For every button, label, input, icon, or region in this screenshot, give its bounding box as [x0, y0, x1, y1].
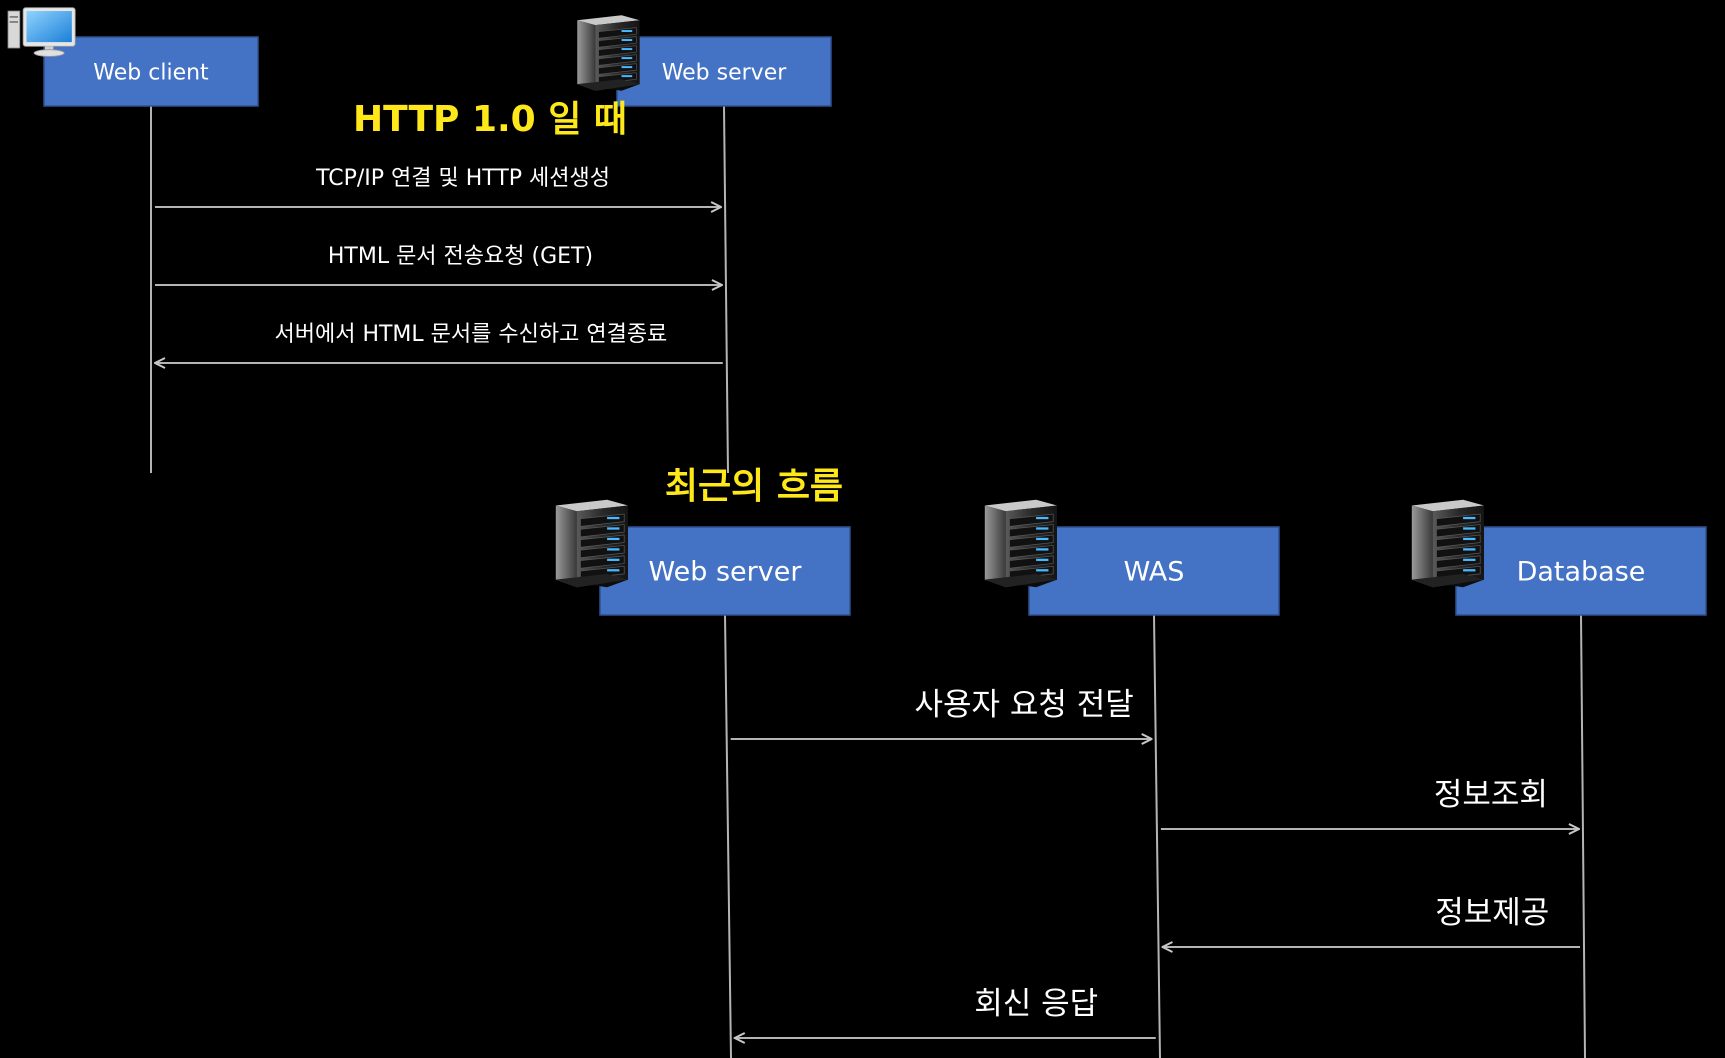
- participant-label: Web server: [662, 60, 788, 85]
- participant-label: Database: [1517, 557, 1646, 588]
- recent-lifelines: [724, 614, 1586, 1058]
- participant-database: Database: [1411, 499, 1707, 616]
- message-4: 회신 응답: [735, 986, 1156, 1038]
- http10-participants: Web client Web server: [7, 7, 832, 107]
- message-label: 정보조회: [1434, 777, 1548, 813]
- message-3: 정보제공: [1162, 895, 1580, 947]
- message-1: 사용자 요청 전달: [730, 687, 1152, 739]
- recent-participants: Web server WAS Database: [555, 499, 1707, 616]
- message-2: HTML 문서 전송요청 (GET): [155, 244, 722, 285]
- message-label: HTML 문서 전송요청 (GET): [328, 244, 593, 269]
- message-label: TCP/IP 연결 및 HTTP 세션생성: [315, 166, 610, 191]
- lifeline-web-server: [724, 614, 732, 1058]
- message-label: 사용자 요청 전달: [914, 687, 1133, 723]
- http10-section: TCP/IP 연결 및 HTTP 세션생성 HTML 문서 전송요청 (GET) 서…: [7, 7, 832, 474]
- message-3: 서버에서 HTML 문서를 수신하고 연결종료: [155, 322, 723, 363]
- http10-messages: TCP/IP 연결 및 HTTP 세션생성 HTML 문서 전송요청 (GET) 서…: [155, 166, 723, 363]
- message-label: 회신 응답: [974, 986, 1098, 1022]
- message-1: TCP/IP 연결 및 HTTP 세션생성: [155, 166, 721, 207]
- http10-lifelines: [150, 105, 729, 474]
- participant-box: [43, 36, 259, 107]
- participant-web-client: Web client: [7, 7, 259, 107]
- http10-title: HTTP 1.0 일 때: [353, 99, 627, 140]
- message-label: 서버에서 HTML 문서를 수신하고 연결종료: [275, 322, 668, 347]
- server-icon: [555, 499, 628, 588]
- lifeline-database: [1580, 614, 1586, 1058]
- computer-icon: [7, 7, 76, 57]
- recent-title: 최근의 흐름: [665, 466, 843, 507]
- participant-box: [1028, 526, 1280, 616]
- server-icon: [984, 499, 1057, 588]
- participant-label: Web client: [93, 60, 209, 85]
- lifeline-web-server: [723, 105, 729, 474]
- message-label: 정보제공: [1435, 895, 1549, 931]
- participant-web-server: Web server: [555, 499, 851, 616]
- participant-box: [1455, 526, 1707, 616]
- server-icon: [577, 15, 640, 91]
- lifeline-was: [1153, 614, 1161, 1058]
- message-2: 정보조회: [1160, 777, 1579, 829]
- participant-label: Web server: [649, 557, 803, 588]
- participant-web-server: Web server: [577, 15, 832, 107]
- participant-was: WAS: [984, 499, 1280, 616]
- server-icon: [1411, 499, 1484, 588]
- participant-label: WAS: [1124, 557, 1185, 588]
- participant-box: [599, 526, 851, 616]
